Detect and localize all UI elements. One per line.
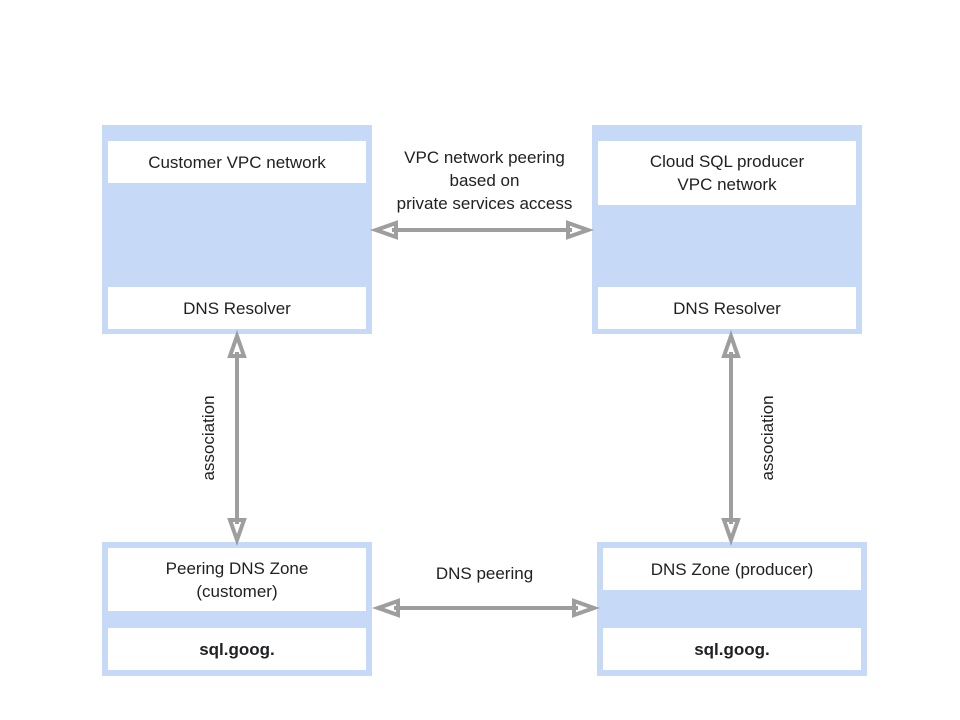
producer-dns-zone-domain: sql.goog. [694,639,770,659]
customer-vpc-title: Customer VPC network [148,152,326,172]
vpc-peering-label-line1: VPC network peering [404,148,565,167]
vpc-peering-label: VPC network peering based on private ser… [372,146,597,215]
customer-dns-zone-box: Peering DNS Zone (customer) sql.goog. [102,542,372,676]
customer-dns-resolver-panel: DNS Resolver [108,287,366,329]
customer-dns-zone-title-line2: (customer) [196,581,278,601]
producer-dns-zone-domain-panel: sql.goog. [603,628,861,670]
dns-peering-arrow [371,598,601,618]
customer-dns-zone-domain-panel: sql.goog. [108,628,366,670]
association-arrow-left [227,329,247,547]
customer-dns-zone-title-line1: Peering DNS Zone [165,558,309,578]
customer-vpc-title-panel: Customer VPC network [108,141,366,183]
customer-vpc-box: Customer VPC network DNS Resolver [102,125,372,334]
producer-dns-zone-box: DNS Zone (producer) sql.goog. [597,542,867,676]
customer-dns-resolver-label: DNS Resolver [183,298,291,318]
customer-dns-zone-title-panel: Peering DNS Zone (customer) [108,548,366,611]
producer-vpc-title-panel: Cloud SQL producer VPC network [598,141,856,205]
producer-dns-resolver-label: DNS Resolver [673,298,781,318]
dns-peering-label-text: DNS peering [435,564,534,583]
vpc-peering-label-line3: private services access [396,194,573,213]
dns-peering-label: DNS peering [372,562,597,585]
association-arrow-right [721,329,741,547]
producer-dns-zone-title-panel: DNS Zone (producer) [603,548,861,590]
vpc-peering-label-line2: based on [449,171,520,190]
producer-dns-resolver-panel: DNS Resolver [598,287,856,329]
producer-vpc-box: Cloud SQL producer VPC network DNS Resol… [592,125,862,334]
producer-vpc-title-line1: Cloud SQL producer [649,152,805,171]
customer-dns-zone-domain: sql.goog. [199,639,275,659]
producer-dns-zone-title: DNS Zone (producer) [650,559,814,579]
vpc-peering-arrow [369,220,595,240]
producer-vpc-title-line2: VPC network [677,175,777,194]
